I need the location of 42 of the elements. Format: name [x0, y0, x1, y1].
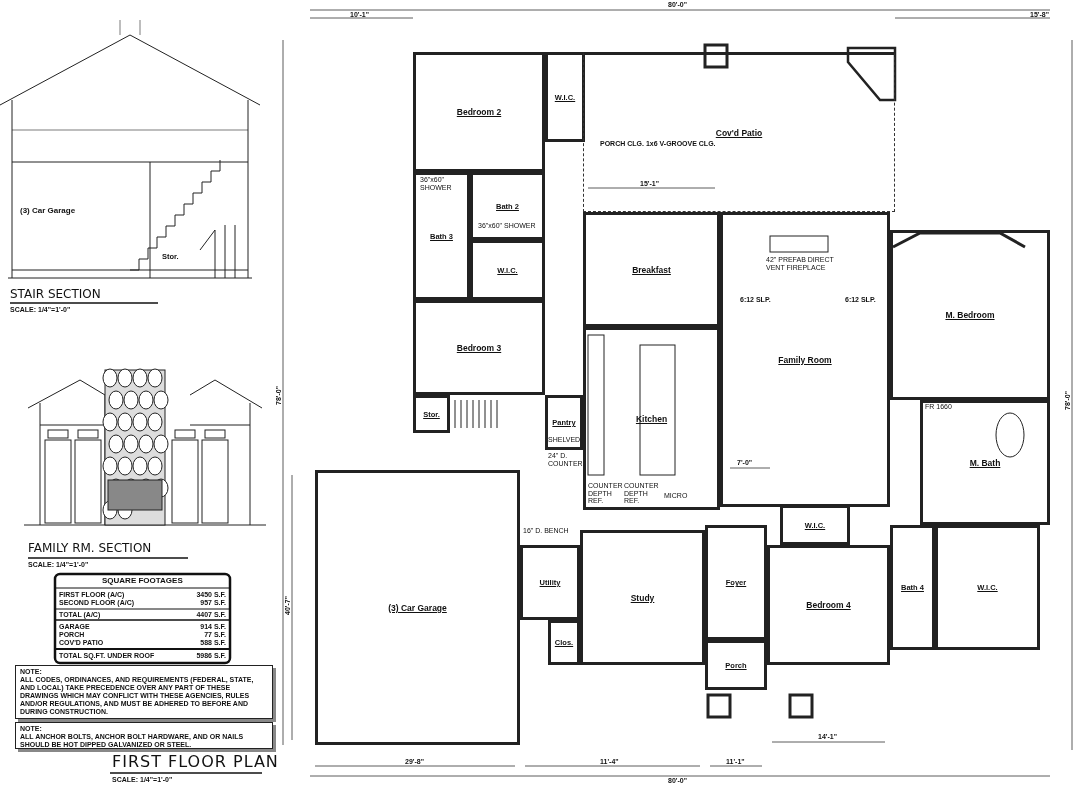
- note-box: [15, 722, 273, 749]
- room-outline: [583, 52, 895, 212]
- room-outline: [545, 52, 585, 142]
- section-title: FAMILY RM. SECTION: [28, 542, 152, 556]
- room-name: Study: [630, 592, 655, 603]
- room-outline: [470, 172, 545, 240]
- room-outline: [520, 545, 580, 620]
- room-outline: [413, 300, 545, 395]
- room-outline: [580, 530, 705, 665]
- room-outline: [705, 640, 767, 690]
- room-outline: [583, 327, 720, 510]
- room-outline: [548, 620, 580, 665]
- room-outline: [583, 212, 720, 327]
- room-name: Bedroom 4: [806, 600, 851, 610]
- room-outline: [705, 525, 767, 640]
- room-outline: [720, 212, 890, 507]
- plan-title: FIRST FLOOR PLAN: [112, 752, 279, 771]
- room-outline: [545, 395, 583, 450]
- room-outline: [413, 52, 545, 172]
- room-name: Bedroom 2: [456, 107, 502, 117]
- room-outline: [920, 400, 1050, 525]
- room-name: (3) Car Garage: [20, 207, 76, 216]
- room-outline: [315, 470, 520, 745]
- room-name: Family Room: [778, 354, 832, 365]
- room-outline: [935, 525, 1040, 650]
- room-outline: [890, 525, 935, 650]
- room-outline: [780, 505, 850, 545]
- section-title: STAIR SECTION: [10, 288, 101, 302]
- room-outline: [890, 230, 1050, 400]
- room-name: M. Bedroom: [945, 310, 995, 320]
- room-name: Breakfast: [632, 264, 671, 275]
- room-name: Bedroom 3: [456, 342, 502, 353]
- room-outline: [470, 240, 545, 300]
- note-box: [15, 665, 273, 719]
- room-name: Kitchen: [635, 413, 668, 424]
- room-name: (3) Car Garage: [388, 602, 447, 613]
- room-outline: [413, 395, 450, 433]
- room-name: Cov'd Patio: [715, 128, 763, 138]
- room-outline: [413, 172, 470, 300]
- table-header: SQUARE FOOTAGES: [102, 577, 183, 586]
- room-name: M. Bath: [969, 457, 1001, 468]
- room-outline: [767, 545, 890, 665]
